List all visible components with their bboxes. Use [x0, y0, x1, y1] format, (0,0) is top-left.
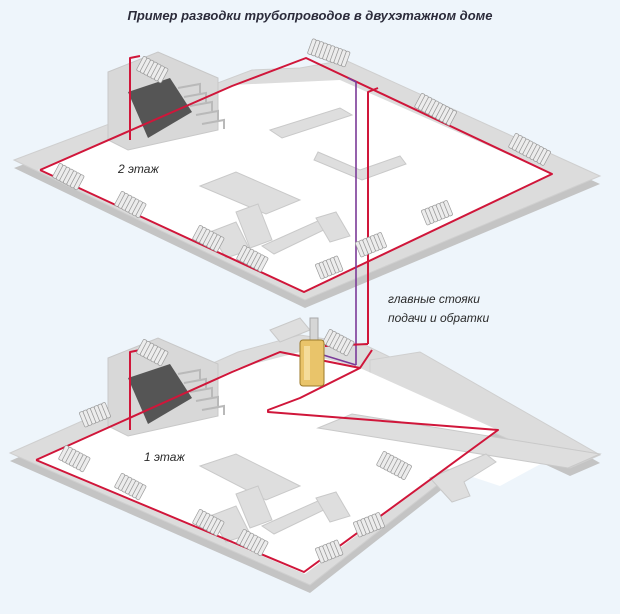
- floor-1-label: 1 этаж: [144, 450, 185, 464]
- floor2-radiator-icon-fin: [333, 255, 344, 272]
- floor1-partition: [315, 491, 351, 523]
- floor2-radiator-icon-fin: [73, 174, 85, 191]
- floor1-riser-up-pipe: [129, 349, 141, 430]
- risers-caption: главные стояки подачи и обратки: [388, 290, 489, 328]
- floor1-staircase-step: [201, 404, 225, 415]
- floor2-partition: [313, 151, 407, 181]
- floor2-radiator-icon: [136, 56, 169, 84]
- floor2-radiator-icon: [114, 191, 147, 219]
- boiler-return-pipe: [319, 353, 357, 366]
- floor2-radiator-icon: [355, 232, 387, 258]
- floor2-radiator-icon: [414, 93, 457, 126]
- boiler-icon: [299, 317, 325, 387]
- floor2-radiator-icon: [307, 38, 351, 68]
- floor2-partition: [198, 171, 302, 215]
- floor1-radiator-icon-fin: [333, 539, 344, 556]
- floor2-radiator-icon-fin: [446, 110, 457, 126]
- floor1-radiator-icon-fin: [257, 540, 269, 557]
- floor1-staircase-step: [189, 386, 213, 397]
- floor1-radiator-icon: [376, 451, 412, 480]
- floor1-partition: [198, 453, 302, 501]
- floor2-radiator-icon: [508, 133, 551, 166]
- floor2-staircase-step: [189, 100, 213, 111]
- floor1-radiator-icon-fin: [401, 464, 412, 480]
- floor1-staircase-step: [195, 395, 219, 406]
- floor1-radiator-icon: [353, 512, 385, 538]
- main-supply-riser: [367, 87, 379, 344]
- floor2-staircase: [107, 51, 225, 151]
- floor2-radiator-icon-fin: [377, 232, 387, 249]
- floor2-radiator-icon-fin: [341, 50, 351, 68]
- boiler-highlight: [304, 346, 310, 380]
- floor-2-label: 2 этаж: [118, 162, 159, 176]
- floor1-radiator-icon: [315, 539, 344, 564]
- floor1-radiator-icon: [136, 339, 169, 367]
- floor1-staircase-step: [177, 368, 201, 379]
- floor2-staircase-step: [177, 82, 201, 93]
- floor1-radiator-icon: [58, 445, 91, 473]
- floor1-radiator-icon-fin: [343, 340, 355, 357]
- floor1-partition: [429, 453, 497, 503]
- floor1-radiator-icon: [236, 529, 269, 557]
- floor1-staircase-shadow: [128, 364, 192, 424]
- floor1-supply-pipe: [35, 367, 499, 573]
- floor2-staircase-step: [183, 91, 207, 102]
- floor2-radiator-icon: [192, 225, 225, 253]
- floor1-radiator-icon-fin: [135, 484, 147, 501]
- floor1-staircase-step: [183, 377, 207, 388]
- floor2-radiator-icon-fin: [443, 200, 453, 217]
- floor2-partition: [235, 203, 273, 249]
- floor1-radiator-icon-fin: [375, 512, 385, 529]
- floor2-radiator-icon-fin: [157, 67, 169, 84]
- floor1-radiator-icon: [114, 473, 147, 501]
- floor2-staircase-step: [195, 109, 219, 120]
- floor2-radiator-icon-fin: [135, 202, 147, 219]
- floor2-radiator-icon: [236, 245, 269, 273]
- floor2-riser-up-pipe: [129, 55, 141, 140]
- floor1-radiator-icon-fin: [213, 520, 225, 537]
- floor1-radiator-icon-fin: [79, 456, 91, 473]
- page-title: Пример разводки трубопроводов в двухэтаж…: [127, 8, 493, 23]
- floor1-radiator-icon: [79, 402, 111, 428]
- floor2-radiator-icon-fin: [257, 256, 269, 273]
- floor2-partition: [268, 107, 354, 139]
- floor2-radiator-icon: [52, 163, 85, 191]
- floor1-radiator-icon: [322, 329, 355, 357]
- main-return-riser: [347, 77, 357, 365]
- risers-caption-line1: главные стояки: [388, 292, 480, 306]
- floor1-staircase: [107, 337, 225, 437]
- floor2-radiator-icon-fin: [540, 150, 551, 166]
- floor1-radiator-icon: [192, 509, 225, 537]
- boiler-body: [299, 339, 325, 387]
- floor2-staircase-shadow: [128, 78, 192, 138]
- floor2-radiator-icon: [421, 200, 453, 226]
- floor1-partition: [235, 485, 273, 529]
- floor2-radiator-icon: [315, 255, 344, 280]
- floor1-radiator-icon-fin: [101, 402, 111, 419]
- floor2-staircase-step: [201, 118, 225, 129]
- floor2-radiator-icon-fin: [213, 236, 225, 253]
- floor2-partition: [315, 211, 351, 243]
- risers-caption-line2: подачи и обратки: [388, 311, 490, 325]
- floor1-radiator-icon-fin: [157, 350, 169, 367]
- floor1-supply-pipe: [35, 349, 373, 461]
